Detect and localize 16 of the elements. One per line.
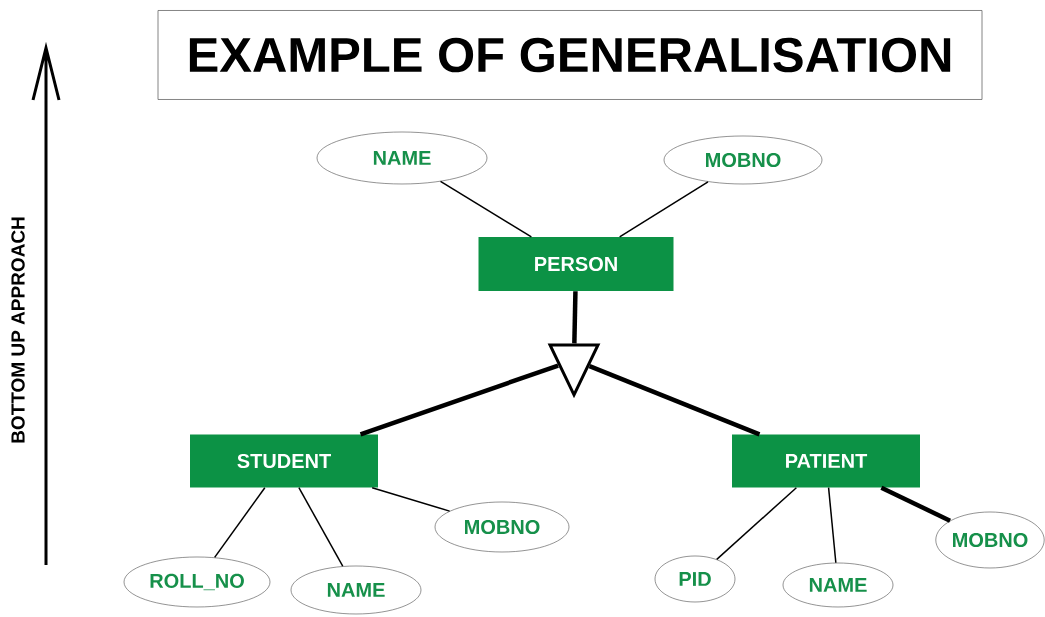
connector-line bbox=[572, 291, 578, 344]
connector-line bbox=[298, 486, 344, 567]
connector-line bbox=[716, 486, 798, 561]
axis-label: BOTTOM UP APPROACH bbox=[11, 217, 25, 443]
connector-line bbox=[371, 486, 451, 512]
entity-box: PERSON bbox=[478, 237, 674, 291]
title-box: EXAMPLE OF GENERALISATION bbox=[157, 10, 983, 100]
connector-line bbox=[439, 180, 533, 238]
connector-line bbox=[359, 363, 559, 437]
connector-line bbox=[618, 181, 709, 238]
entity-box: PATIENT bbox=[732, 434, 920, 488]
connector-line bbox=[827, 486, 837, 564]
connector-line bbox=[588, 364, 761, 437]
connector-line bbox=[213, 486, 266, 559]
connector-line bbox=[880, 485, 952, 523]
entity-box: STUDENT bbox=[190, 434, 378, 488]
